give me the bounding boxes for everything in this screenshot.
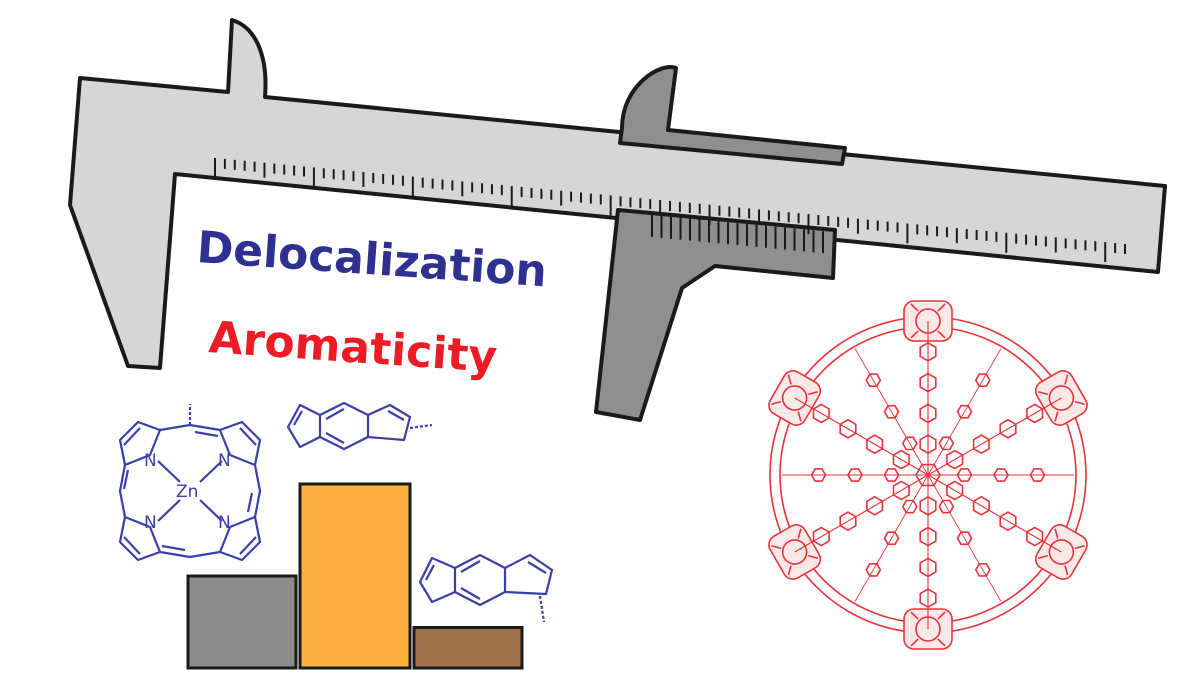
- phenyl-ring: [847, 468, 863, 482]
- zinc-atom: Zn: [176, 482, 198, 502]
- caliper-sliding-jaw: [594, 208, 837, 422]
- delocalization-label: Delocalization: [195, 222, 548, 297]
- brown-bar: [412, 626, 524, 670]
- porphyrin-nanoball-structure: [768, 300, 1088, 650]
- phenyl-ring: [901, 436, 918, 451]
- phenyl-ring: [956, 404, 973, 419]
- pentalene-fused-structure-top: [286, 401, 433, 451]
- phenyl-ring: [938, 436, 955, 451]
- nitrogen-atom-4: N: [218, 513, 231, 533]
- caliper-main-beam: [68, 18, 1167, 370]
- phenyl-ring: [956, 531, 973, 546]
- phenyl-ring: [883, 468, 900, 482]
- phenyl-ring: [901, 499, 918, 514]
- caliper-scale-ticks: [214, 158, 1126, 263]
- phenyl-ring: [974, 373, 991, 388]
- nitrogen-atom-3: N: [144, 513, 157, 533]
- orange-bar: [298, 482, 412, 670]
- phenyl-ring: [865, 562, 882, 577]
- zinc-porphyrin-atoms: N N N N Zn: [144, 451, 231, 533]
- phenyl-ring: [810, 468, 827, 482]
- zinc-porphyrin-structure: [118, 404, 262, 562]
- gray-bar: [186, 574, 298, 670]
- central-template-ring: [915, 463, 941, 487]
- phenyl-ring: [1029, 468, 1046, 482]
- phenyl-ring: [938, 499, 955, 514]
- phenyl-ring: [865, 373, 882, 388]
- phenyl-ring: [974, 562, 991, 577]
- nitrogen-atom-2: N: [218, 451, 231, 471]
- caliper-top-slider: [618, 65, 847, 166]
- phenyl-ring: [993, 468, 1009, 482]
- bar-graphic: [186, 482, 524, 670]
- phenyl-ring: [883, 404, 900, 419]
- nitrogen-atom-1: N: [144, 451, 157, 471]
- aromaticity-label: Aromaticity: [207, 312, 498, 383]
- phenyl-ring: [883, 531, 900, 546]
- phenyl-ring: [956, 468, 973, 482]
- pentalene-fused-structure-bottom: [418, 553, 554, 623]
- caliper-icon: [68, 18, 1167, 422]
